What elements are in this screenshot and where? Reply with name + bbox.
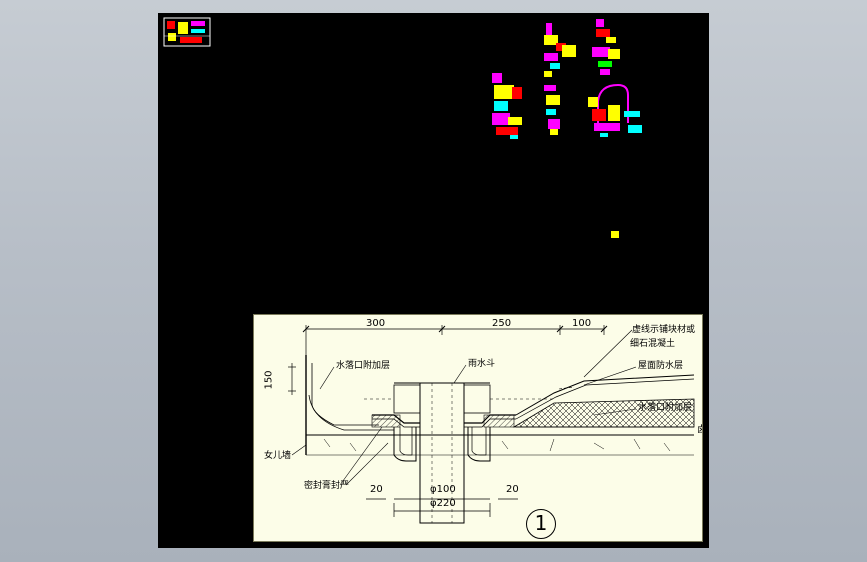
label-edge-mark: 卤: [697, 425, 702, 435]
detail-thumbnails-cluster[interactable]: [488, 13, 688, 153]
title-block-thumbnail[interactable]: [158, 13, 218, 53]
detail-linework: [288, 325, 695, 524]
label-rain-hopper: 雨水斗: [468, 359, 496, 369]
label-dotted-line-note: 虚线示铺块材或: [632, 325, 696, 335]
dim-20-left: 20: [370, 484, 383, 495]
detail-number-badge: 1: [526, 509, 556, 539]
label-parapet: 女儿墙: [264, 451, 292, 461]
dim-phi100: φ100: [430, 484, 456, 495]
dim-100: 100: [572, 318, 592, 329]
stray-marker[interactable]: [609, 229, 621, 241]
label-fine-stone-concrete: 细石混凝土: [630, 339, 676, 349]
roof-drain-detail-drawing[interactable]: 300 250 100 150 20 20 φ100 φ220 水落口附加层 雨…: [253, 314, 703, 542]
label-sealant: 密封膏封严: [304, 481, 350, 491]
dim-20-right: 20: [506, 484, 519, 495]
dim-300: 300: [366, 318, 386, 329]
label-roof-waterproof-layer: 屋面防水层: [638, 361, 684, 371]
label-waterproof-additional-left: 水落口附加层: [336, 361, 391, 371]
label-waterproof-additional-right: 水落口附加层: [638, 403, 693, 413]
dim-phi220: φ220: [430, 498, 456, 509]
dim-250: 250: [492, 318, 512, 329]
dim-150: 150: [263, 370, 275, 390]
